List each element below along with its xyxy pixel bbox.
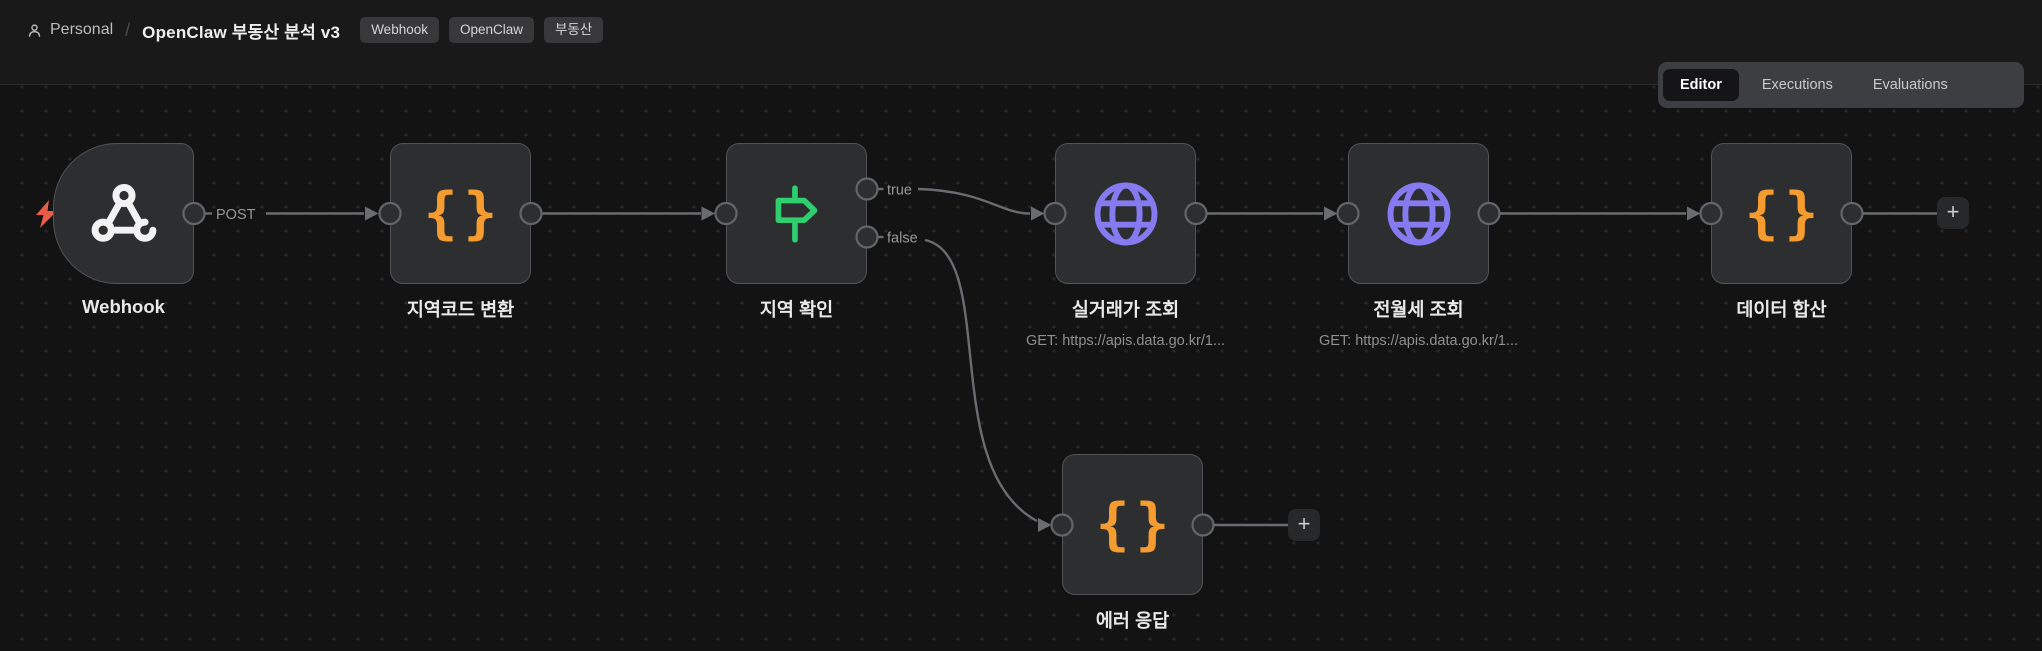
tag-budongsan[interactable]: 부동산: [544, 17, 604, 43]
node-webhook-label: Webhook: [82, 296, 165, 317]
workflow-title[interactable]: OpenClaw 부동산 분석 v3: [142, 22, 341, 42]
breadcrumb-project[interactable]: Personal: [26, 21, 113, 39]
node-http-sale-price-box[interactable]: [1055, 143, 1196, 284]
person-icon: [28, 23, 41, 37]
node-http-rent: 전월세 조회 GET: https://apis.data.go.kr/1...: [1319, 143, 1518, 349]
node-http-sale-price-label: 실거래가 조회: [1071, 299, 1180, 320]
node-http-sale-price: 실거래가 조회 GET: https://apis.data.go.kr/1..…: [1026, 143, 1225, 349]
node-code-error-response: {} 에러 응답: [1062, 454, 1203, 631]
node-if-region-check-label: 지역 확인: [759, 299, 834, 320]
code-braces-icon: {}: [1095, 491, 1176, 557]
add-node-plus-button[interactable]: +: [1937, 197, 1969, 229]
node-if-region-check-box[interactable]: [726, 143, 867, 284]
add-node-plus-button[interactable]: +: [1288, 509, 1320, 541]
node-webhook: Webhook: [53, 143, 194, 317]
tag-list: Webhook OpenClaw 부동산: [360, 17, 604, 43]
signpost-icon: [775, 184, 817, 243]
globe-icon: [1094, 182, 1157, 245]
trigger-bolt-icon: [36, 200, 57, 228]
node-code-region-convert: {} 지역코드 변환: [390, 143, 531, 320]
tag-openclaw[interactable]: OpenClaw: [448, 17, 535, 43]
node-http-rent-subtitle: GET: https://apis.data.go.kr/1...: [1318, 333, 1519, 349]
node-code-merge-data: {} 데이터 합산: [1711, 143, 1852, 320]
tab-evaluations[interactable]: Evaluations: [1872, 77, 1948, 93]
webhook-icon: [91, 183, 156, 242]
tag-webhook[interactable]: Webhook: [360, 17, 439, 43]
tab-editor[interactable]: Editor: [1663, 69, 1739, 101]
code-braces-icon: {}: [1744, 180, 1825, 246]
tab-executions[interactable]: Executions: [1761, 77, 1833, 93]
globe-icon: [1387, 182, 1450, 245]
node-http-sale-price-subtitle: GET: https://apis.data.go.kr/1...: [1025, 333, 1226, 349]
code-braces-icon: {}: [423, 180, 504, 246]
breadcrumb: Personal / OpenClaw 부동산 분석 v3 Webhook Op…: [0, 0, 604, 60]
node-http-rent-box[interactable]: [1348, 143, 1489, 284]
view-switcher: Editor Executions Evaluations: [1658, 62, 2024, 108]
node-http-rent-label: 전월세 조회: [1373, 299, 1464, 320]
node-code-error-response-box[interactable]: {}: [1062, 454, 1203, 595]
node-webhook-box[interactable]: [53, 143, 194, 284]
node-code-merge-data-label: 데이터 합산: [1736, 299, 1827, 320]
node-code-region-convert-label: 지역코드 변환: [406, 299, 515, 320]
breadcrumb-separator: /: [125, 19, 131, 40]
node-if-region-check: 지역 확인: [726, 143, 867, 320]
node-code-region-convert-box[interactable]: {}: [390, 143, 531, 284]
node-code-merge-data-box[interactable]: {}: [1711, 143, 1852, 284]
breadcrumb-project-label: Personal: [50, 21, 114, 38]
node-code-error-response-label: 에러 응답: [1095, 610, 1170, 631]
